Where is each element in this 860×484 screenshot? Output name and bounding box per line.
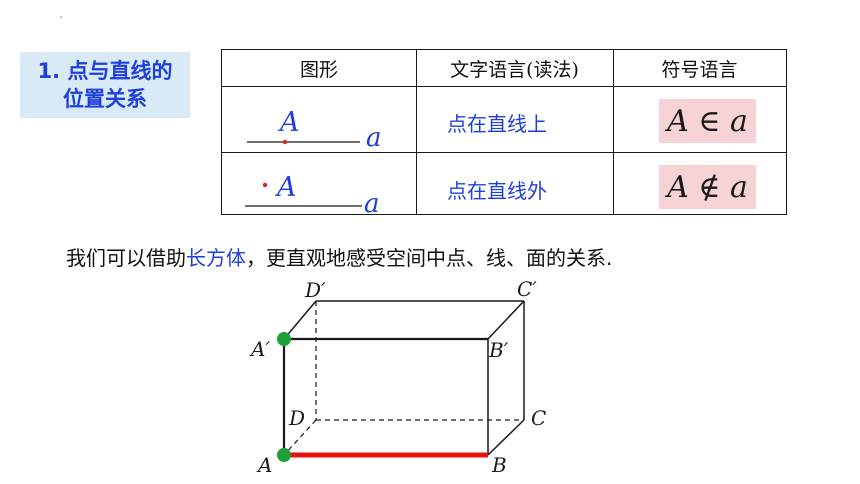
row1-line-label: a (366, 123, 382, 153)
table-divider (613, 50, 614, 214)
vertex-label-D: D (288, 406, 305, 430)
intro-sentence: 我们可以借助长方体，更直观地感受空间中点、线、面的关系. (66, 242, 612, 271)
sentence-after: ，更直观地感受空间中点、线、面的关系. (246, 246, 613, 270)
vertex-A1-point (277, 332, 291, 346)
sentence-highlight: 长方体 (186, 246, 246, 270)
row2-text: 点在直线外 (447, 179, 547, 203)
row2-symbol: A ∉ a (659, 165, 756, 209)
relation-table: 图形 文字语言(读法) 符号语言 点在直线上 点在直线外 A ∈ a A ∉ a (221, 49, 787, 215)
decorative-dot (60, 16, 62, 18)
vertex-A-point (277, 448, 291, 462)
row1-symbol: A ∈ a (659, 99, 756, 143)
row2-point (262, 182, 268, 188)
cuboid-figure (282, 300, 525, 456)
edge-AD-hidden (283, 419, 317, 456)
section-title-line1: 1. 点与直线的 (37, 59, 173, 83)
table-divider (222, 86, 786, 87)
header-text-language: 文字语言(读法) (450, 58, 579, 81)
row2-point-label: A (274, 172, 297, 203)
vertex-label-D1: D′ (304, 278, 326, 302)
row2-line-label: a (364, 189, 380, 219)
section-label: 1. 点与直线的 位置关系 (20, 52, 190, 118)
sentence-before: 我们可以借助 (66, 246, 186, 270)
edge-C1B1 (487, 300, 525, 340)
row1-point (282, 139, 288, 145)
vertex-label-C: C (531, 406, 546, 430)
edge-A1D1 (283, 300, 317, 340)
table-divider (416, 50, 417, 214)
vertex-label-B: B (491, 453, 507, 477)
section-title-line2: 位置关系 (63, 87, 147, 111)
row1-text: 点在直线上 (447, 112, 547, 136)
edge-BC (487, 419, 525, 456)
table-divider (222, 152, 786, 153)
header-figure: 图形 (299, 58, 338, 81)
vertex-label-A1: A′ (249, 337, 270, 361)
vertex-label-A: A (256, 453, 272, 477)
row1-point-label: A (277, 107, 300, 138)
header-symbol-language: 符号语言 (661, 58, 738, 81)
vertex-label-C1: C′ (517, 277, 537, 301)
vertex-label-B1: B′ (488, 338, 509, 362)
